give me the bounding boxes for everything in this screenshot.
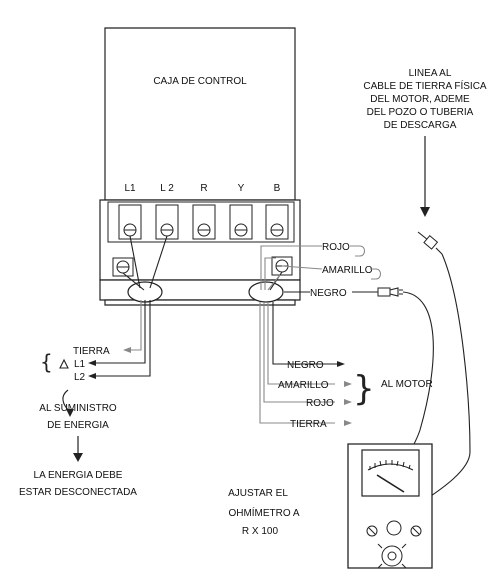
motor-amarillo-label: AMARILLO: [278, 380, 329, 391]
ohmmeter: [347, 443, 433, 569]
motor-label: AL MOTOR: [381, 379, 433, 390]
knockout-left: [127, 281, 163, 303]
terminal-label-l1: L1: [124, 183, 136, 194]
probe-clip-icon: [377, 287, 403, 297]
terminal-b: [265, 204, 289, 240]
terminal-y: [229, 204, 253, 240]
jack-right: [410, 525, 422, 537]
meter-scale-icon: [367, 460, 414, 493]
ohmmeter-note-line3: R X 100: [242, 526, 279, 537]
terminal-label-y: Y: [238, 183, 245, 194]
supply-destination: AL SUMINISTRO DE ENERGIA LA ENERGIA DEBE…: [19, 389, 137, 498]
terminal-block: L1 L 2 R Y B: [107, 183, 295, 243]
supply-wires: TIERRA L1 L2 {: [40, 300, 151, 383]
range-dial-icon: [377, 543, 407, 569]
ground-note-line1: LINEA AL: [409, 68, 452, 79]
ground-screw-left: [112, 257, 134, 277]
terminal-label-l2: L 2: [160, 183, 174, 194]
knockout-right: [248, 281, 284, 303]
warning-line2: ESTAR DESCONECTADA: [19, 487, 137, 498]
terminal-l1: [118, 204, 142, 240]
supply-l2-label: L2: [74, 372, 86, 383]
motor-rojo-label: ROJO: [306, 398, 334, 409]
terminal-label-r: R: [200, 183, 207, 194]
terminal-label-b: B: [274, 183, 281, 194]
terminal-l2: [155, 204, 179, 240]
motor-brace: }: [353, 369, 375, 409]
ground-note: LINEA AL CABLE DE TIERRA FÍSICA DEL MOTO…: [363, 68, 487, 217]
motor-wires-internal: [260, 245, 323, 291]
jack-center: [386, 520, 402, 536]
meter-window: [361, 449, 420, 497]
right-wire-labels: ROJO AMARILLO NEGRO: [284, 242, 403, 299]
supply-wires-internal: [122, 235, 168, 291]
jack-left: [366, 525, 378, 537]
ground-note-line5: DE DESCARGA: [384, 120, 457, 131]
terminal-r: [192, 204, 216, 240]
right-amarillo-label: AMARILLO: [322, 265, 373, 276]
ohmmeter-note-line1: AJUSTAR EL: [228, 488, 288, 499]
supply-label-line2: DE ENERGIA: [47, 420, 109, 431]
right-rojo-label: ROJO: [322, 242, 350, 253]
ohmmeter-note-line2: OHMÍMETRO A: [228, 506, 299, 519]
control-box-title: CAJA DE CONTROL: [153, 76, 247, 87]
supply-brace: {: [40, 350, 53, 374]
ground-note-line2: CABLE DE TIERRA FÍSICA: [363, 79, 487, 92]
supply-label-line1: AL SUMINISTRO: [39, 403, 117, 414]
probe-tip-icon: [417, 231, 443, 255]
meter-needle: [376, 474, 405, 493]
motor-negro-label: NEGRO: [287, 360, 324, 371]
supply-l1-label: L1: [74, 359, 86, 370]
supply-tierra-label: TIERRA: [73, 346, 110, 357]
ground-note-line4: DEL POZO O TUBERIA: [367, 107, 474, 118]
motor-wires: NEGRO AMARILLO ROJO TIERRA } AL MOTOR: [259, 302, 433, 430]
ohmmeter-note: AJUSTAR EL OHMÍMETRO A R X 100: [228, 488, 300, 537]
motor-tierra-label: TIERRA: [290, 419, 327, 430]
warning-line1: LA ENERGIA DEBE: [34, 470, 123, 481]
ground-note-line3: DEL MOTOR, ADEME: [370, 94, 470, 105]
right-negro-label: NEGRO: [310, 288, 347, 299]
